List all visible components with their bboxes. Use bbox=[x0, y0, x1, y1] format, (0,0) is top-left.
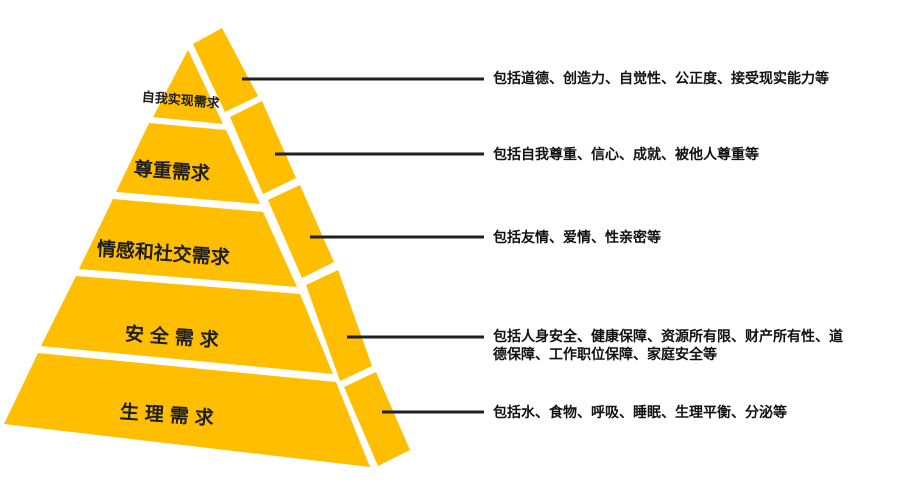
description-physiological: 包括水、食物、呼吸、睡眠、生理平衡、分泌等 bbox=[493, 405, 787, 421]
description-social: 包括友情、爱情、性亲密等 bbox=[493, 230, 661, 246]
pyramid-front-segment bbox=[153, 50, 223, 124]
pyramid-front-segment bbox=[79, 199, 297, 287]
pyramid-side-segment bbox=[230, 101, 296, 194]
description-self-actualization: 包括道德、创造力、自觉性、公正度、接受现实能力等 bbox=[493, 71, 829, 87]
pyramid-faces bbox=[4, 28, 410, 467]
pyramid-front-segment bbox=[4, 353, 370, 467]
leader-lines bbox=[242, 77, 484, 414]
pyramid-front-segment bbox=[116, 123, 260, 204]
level-label-esteem: 尊重需求 bbox=[133, 157, 211, 185]
pyramid-side-segment bbox=[193, 28, 258, 112]
pyramid-side-segment bbox=[344, 372, 410, 466]
description-safety: 包括人身安全、健康保障、资源所有限、财产所有性、道德保障、工作职位保障、家庭安全… bbox=[493, 329, 843, 363]
pyramid-side-segment bbox=[268, 185, 334, 278]
pyramid-front-segment bbox=[41, 276, 333, 374]
description-esteem: 包括自我尊重、信心、成就、被他人尊重等 bbox=[493, 147, 759, 163]
pyramid-side-segment bbox=[306, 270, 372, 381]
